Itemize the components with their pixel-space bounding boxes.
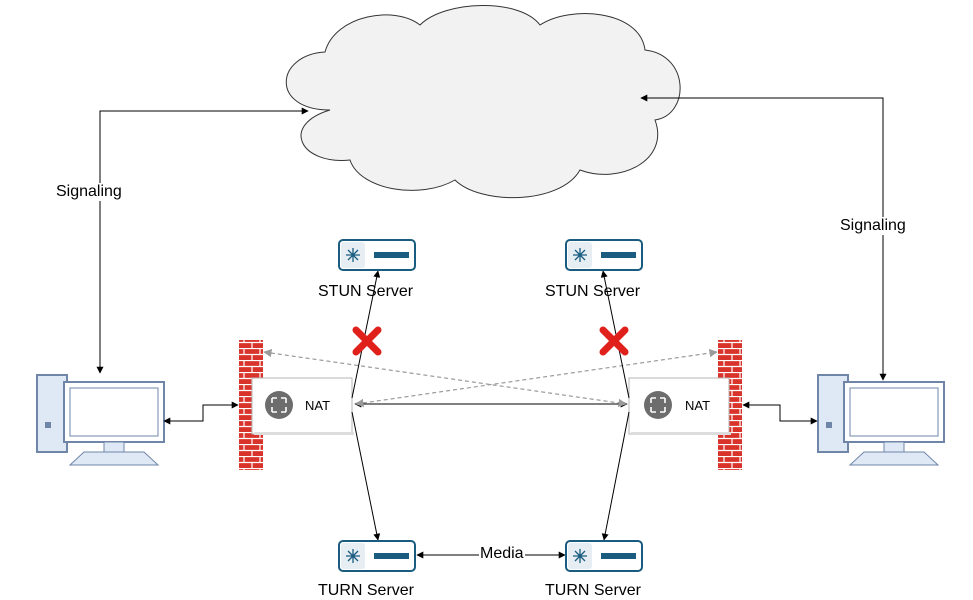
dashed-connector-b [355, 348, 718, 408]
stun-server-label-left: STUN Server [318, 283, 414, 300]
desktop-computer-icon-right [817, 374, 945, 466]
signaling-connector-right [640, 94, 887, 381]
pc-nat-connector-right [742, 401, 818, 425]
pc-nat-connector-left [163, 401, 239, 425]
turn-server-label-left: TURN Server [318, 582, 415, 599]
desktop-computer-icon-left [36, 374, 165, 466]
media-label: Media [479, 545, 525, 563]
nat-label-left: NAT [305, 398, 331, 413]
router-icon-right [644, 391, 672, 419]
cloud-icon [285, 5, 681, 199]
stun-server-label-right: STUN Server [545, 283, 641, 300]
signaling-label-right: Signaling [839, 217, 907, 235]
nat-label-right: NAT [685, 398, 711, 413]
signaling-label-left: Signaling [55, 183, 123, 201]
server-icon-turn-right [565, 540, 643, 572]
red-x-icon-right [599, 326, 629, 356]
server-icon-turn-left [338, 540, 416, 572]
server-icon-stun-right [565, 239, 643, 271]
server-icon-stun-left [338, 239, 416, 271]
turn-server-label-right: TURN Server [545, 582, 642, 599]
red-x-icon-left [352, 326, 382, 356]
signaling-connector-left [96, 107, 309, 374]
router-icon-left [265, 391, 293, 419]
nat-turn-connector-left [351, 411, 381, 541]
nat-turn-connector-right [601, 411, 630, 541]
